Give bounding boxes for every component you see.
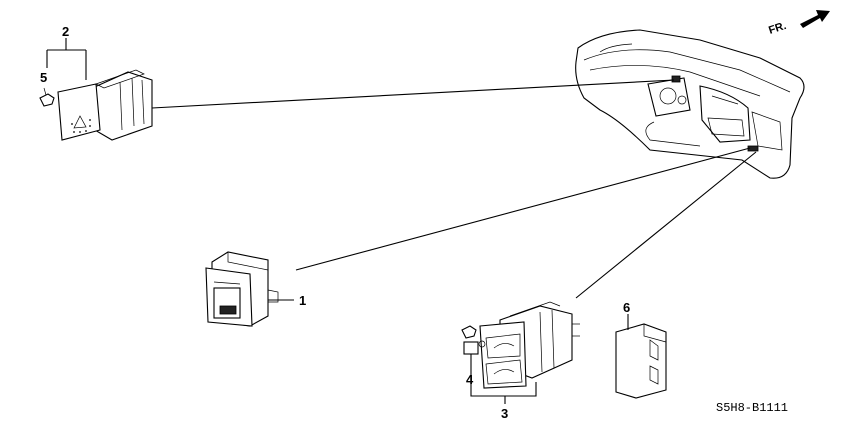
- hazard-triangle-icon: [73, 115, 87, 129]
- callout-part-2: 2: [62, 24, 69, 39]
- dashboard-illustration: [575, 29, 805, 179]
- bulb-part-4: [461, 325, 486, 355]
- leader-line-part-3: [575, 151, 757, 299]
- front-label: FR.: [767, 20, 788, 37]
- bracket-part-3: [470, 354, 537, 404]
- dual-switch: [479, 301, 580, 389]
- leader-lines: [151, 79, 757, 299]
- diagram-code: S5H8-B1111: [716, 401, 788, 415]
- leader-line-part-1: [295, 147, 751, 271]
- front-arrow-icon: [800, 10, 830, 28]
- bracket-part-2: [46, 38, 87, 80]
- callout-part-3: 3: [501, 406, 508, 421]
- mirror-switch: [205, 251, 294, 327]
- blank-cover: [615, 314, 667, 399]
- front-direction-indicator: FR.: [767, 10, 830, 37]
- callout-part-1: 1: [299, 293, 306, 308]
- hazard-switch: [57, 69, 153, 141]
- leader-line-part-2: [151, 79, 675, 109]
- callout-part-4: 4: [466, 372, 474, 387]
- callout-part-6: 6: [623, 300, 630, 315]
- bulb-part-5: [39, 87, 55, 107]
- indicator-dots: [71, 119, 91, 133]
- callout-part-5: 5: [40, 70, 47, 85]
